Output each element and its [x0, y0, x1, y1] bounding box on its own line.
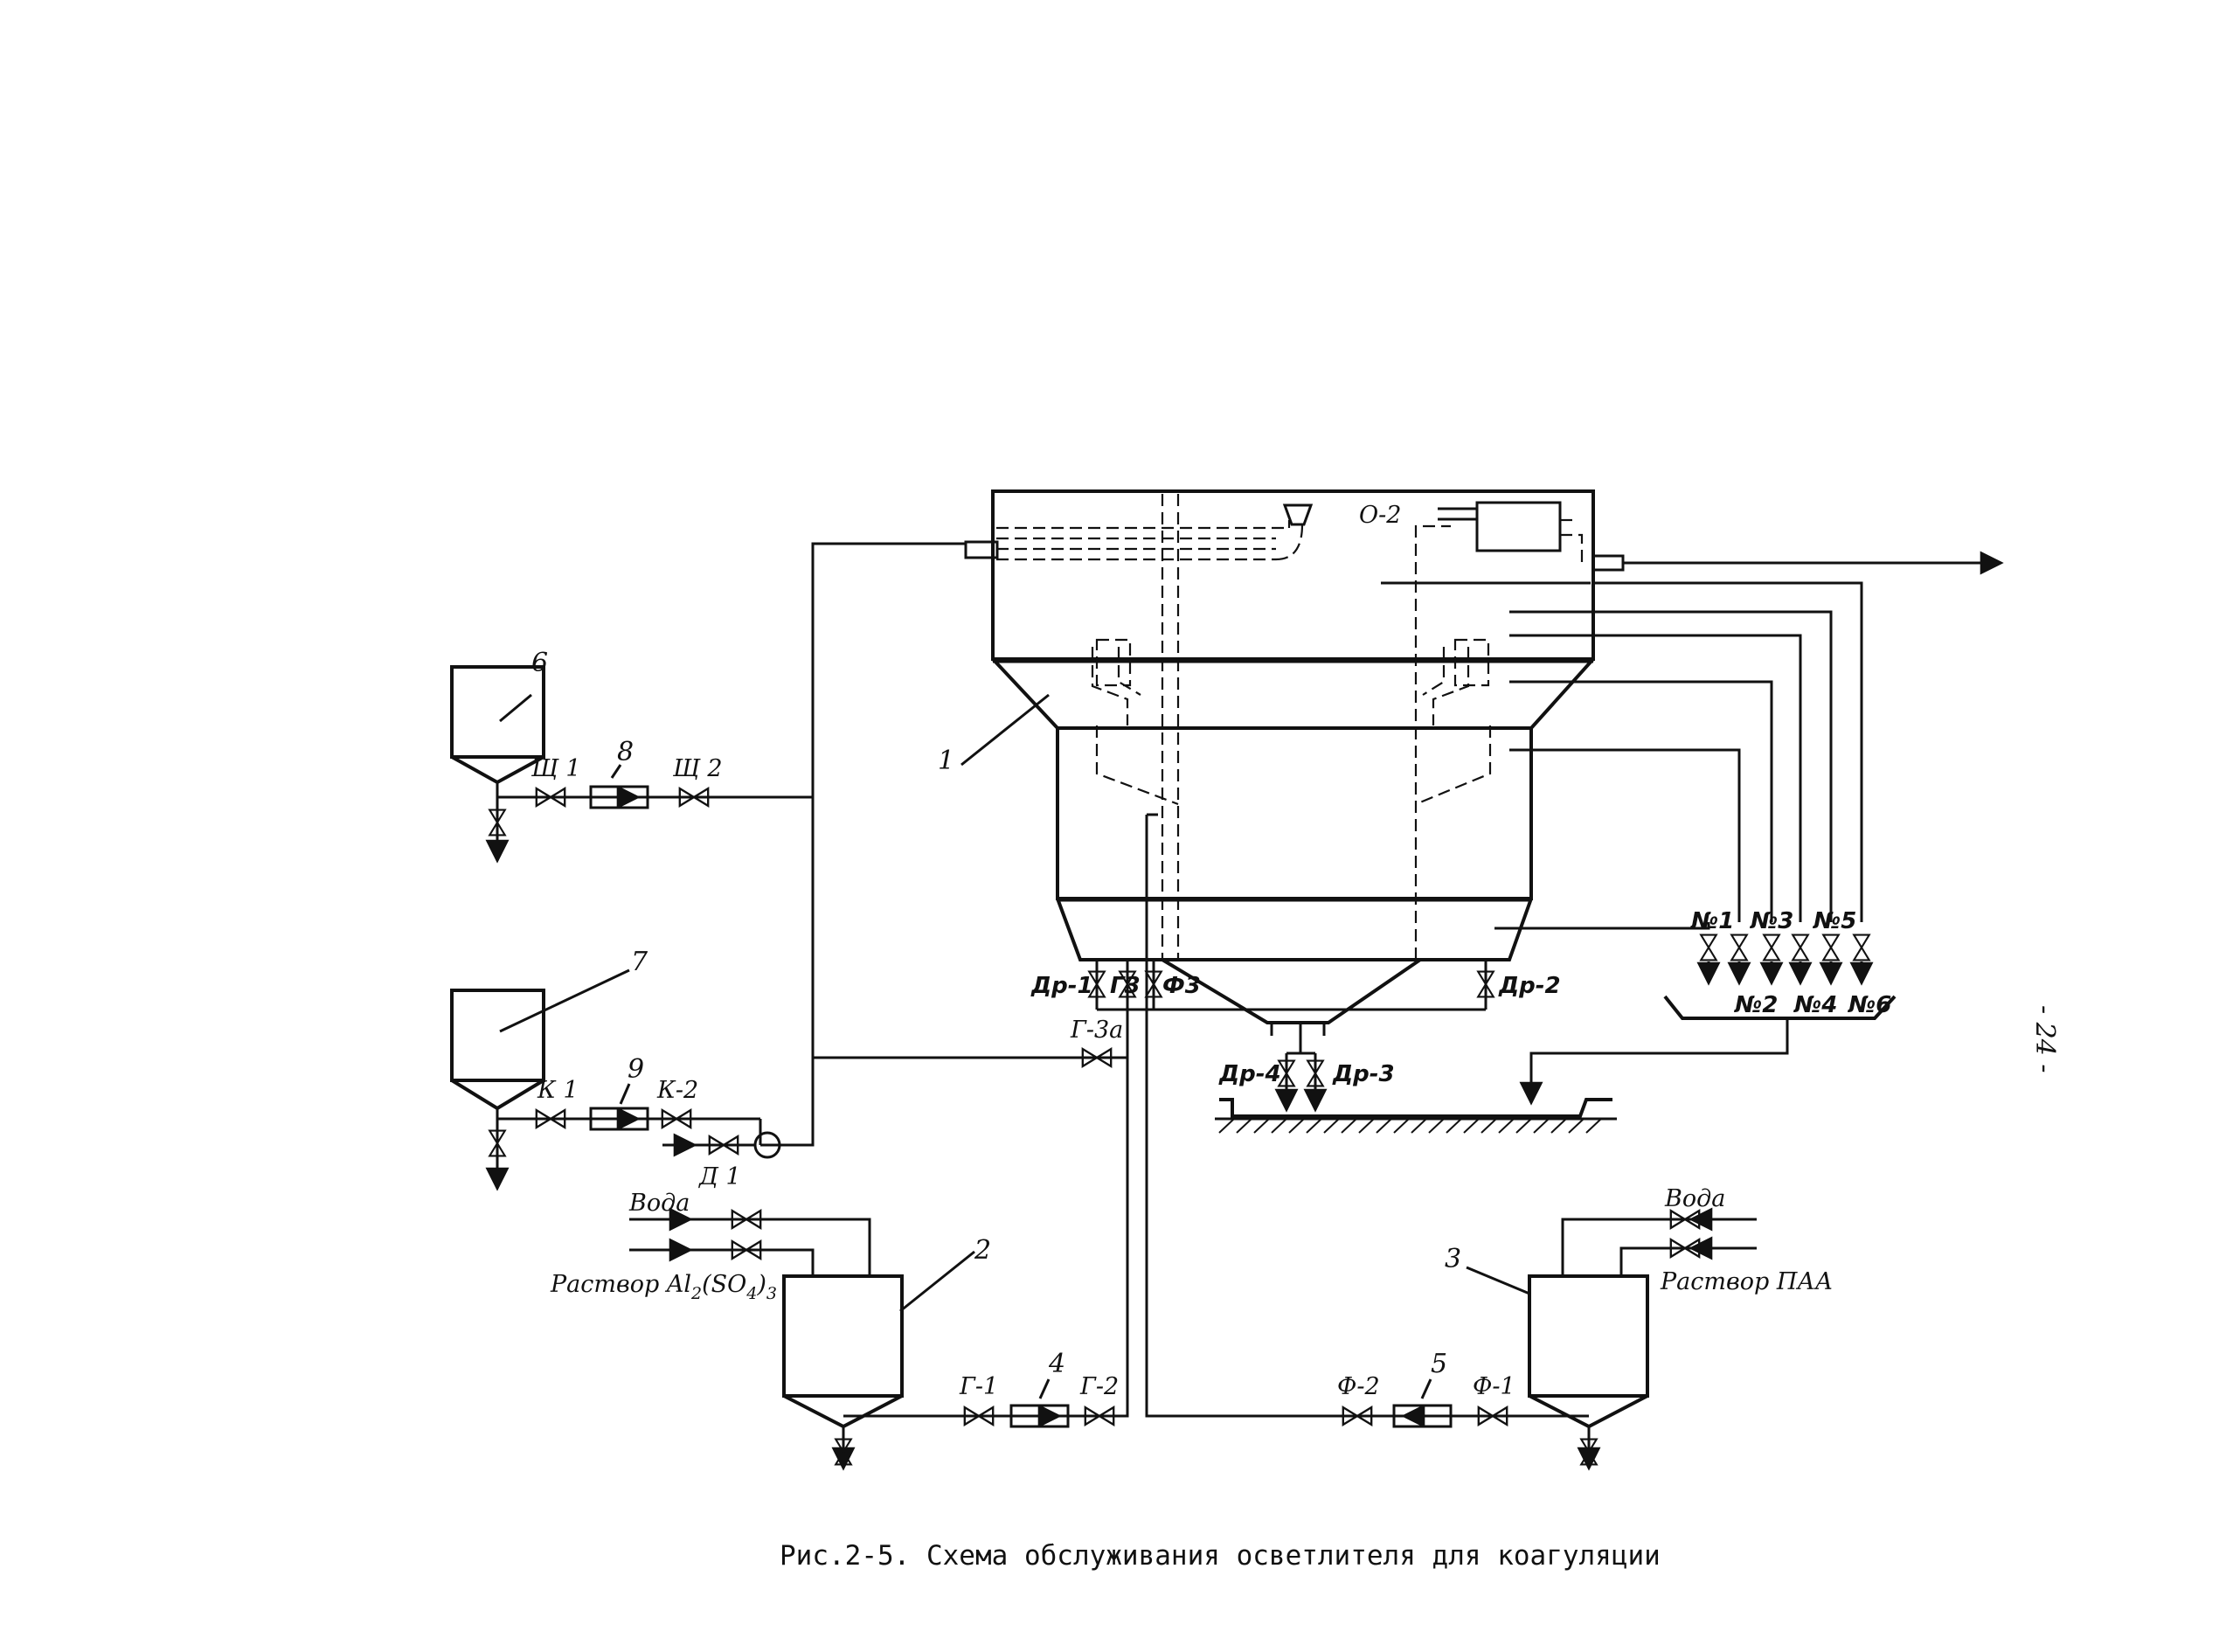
label-sampler-4: №4: [1793, 992, 1837, 1018]
label-valve-dr1: Др-1: [1030, 973, 1093, 999]
label-voda-left: Вода: [628, 1190, 690, 1217]
label-item-9: 9: [628, 1054, 644, 1085]
label-valve-shch1: Щ 1: [530, 755, 581, 782]
label-sampler-3: №3: [1750, 908, 1793, 934]
label-valve-dr3: Др-3: [1332, 1061, 1395, 1087]
sampling-lines: [1521, 581, 1863, 930]
label-rastvor-al: Раствор Al2(SO4)3: [550, 1271, 777, 1303]
bottom-drains: [1087, 960, 1495, 1113]
sampling-valves: [1519, 934, 1897, 1106]
label-valve-o2: О-2: [1359, 502, 1401, 529]
label-sampler-2: №2: [1734, 992, 1778, 1018]
label-item-3: 3: [1445, 1244, 1461, 1274]
label-valve-dr4: Др-4: [1218, 1061, 1281, 1087]
label-valve-f3: Ф3: [1162, 973, 1201, 999]
label-valve-g3a: Г-3а: [1070, 1017, 1123, 1044]
label-valve-g2: Г-2: [1079, 1373, 1119, 1400]
tank-7: [450, 989, 781, 1191]
label-item-2: 2: [974, 1235, 991, 1266]
label-sampler-6: №6: [1848, 992, 1891, 1018]
label-valve-f1: Ф-1: [1473, 1373, 1515, 1400]
label-rastvor-paa: Раствор ПАА: [1660, 1268, 1833, 1295]
label-item-1: 1: [938, 746, 954, 776]
label-valve-k1: К 1: [537, 1077, 579, 1104]
label-valve-g1: Г-1: [959, 1373, 998, 1400]
page-number: - 24 -: [2029, 1005, 2060, 1073]
label-valve-d1: Д 1: [698, 1163, 741, 1190]
label-valve-f2: Ф-2: [1337, 1373, 1380, 1400]
label-sampler-1: №1: [1690, 908, 1734, 934]
label-voda-right: Вода: [1664, 1185, 1725, 1212]
label-valve-k2: К-2: [656, 1077, 698, 1104]
drain-channel: [1215, 1098, 1617, 1134]
label-item-8: 8: [617, 737, 634, 767]
clarifier-vessel: [964, 489, 2004, 1036]
label-valve-dr2: Др-2: [1498, 973, 1561, 999]
leader-lines: [499, 693, 1530, 1399]
label-item-5: 5: [1431, 1349, 1447, 1379]
label-sampler-5: №5: [1813, 908, 1856, 934]
tank-6: [450, 665, 710, 864]
tank-2: [629, 1207, 1115, 1471]
label-item-7: 7: [631, 947, 648, 977]
left-feed-lines: [498, 542, 1346, 1418]
label-valve-g3-small: Г3: [1110, 973, 1141, 999]
figure-caption: Рис.2-5. Схема обслуживания осветлителя …: [780, 1540, 1661, 1572]
label-item-6: 6: [531, 648, 548, 678]
tank-3: [1342, 1207, 1757, 1471]
label-item-4: 4: [1048, 1349, 1065, 1379]
label-valve-shch2: Щ 2: [672, 755, 723, 782]
